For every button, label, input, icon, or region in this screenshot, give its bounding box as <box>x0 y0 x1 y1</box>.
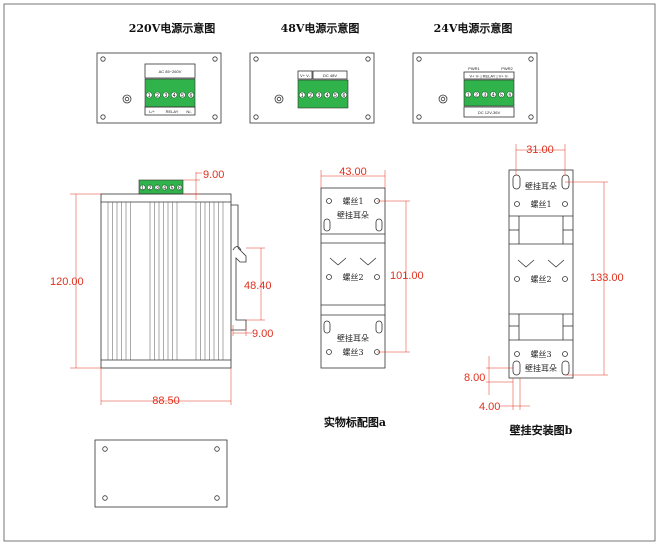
terminal-screw <box>145 91 153 99</box>
terminal-number: 4 <box>326 93 329 99</box>
terminal-number: 6 <box>178 186 181 192</box>
caption-a: 实物标配图a <box>324 415 386 429</box>
panel220-n-label: N/- <box>186 109 192 114</box>
terminal-screw <box>176 184 183 191</box>
panel24-pwr1-label: PWR1 <box>468 66 480 71</box>
panel24-row-label: V+ V- | RELAY | V+ V- <box>469 74 509 79</box>
sheet-border <box>3 3 656 542</box>
terminal-number: 6 <box>342 93 345 99</box>
dim-din-rail: 48.40 <box>244 280 272 292</box>
terminal-screw <box>169 184 175 191</box>
panel24-voltage-label: DC 12V-36V <box>478 110 501 115</box>
terminal-number: 1 <box>141 186 144 192</box>
terminal-screw <box>332 91 339 99</box>
dim-depth: 88.50 <box>152 395 180 407</box>
terminal-number: 3 <box>317 93 320 99</box>
terminal-number: 6 <box>189 93 192 99</box>
dim-bracket-b-height: 133.00 <box>590 272 624 284</box>
terminal-number: 3 <box>156 186 159 192</box>
terminal-screw <box>498 91 505 98</box>
bracket-b-ear-top-label: 壁挂耳朵 <box>525 181 557 191</box>
terminal-number: 3 <box>164 93 167 99</box>
title-220v: 220V电源示意图 <box>129 21 216 35</box>
terminal-number: 1 <box>148 93 151 99</box>
terminal-screw <box>464 91 472 98</box>
terminal-screw <box>489 91 497 98</box>
bracket-b-screw1-label: 螺丝1 <box>530 199 551 209</box>
panel220-relay-label: RELAY <box>166 109 179 114</box>
dim-height: 120.00 <box>50 276 84 288</box>
bracket-a-screw3-label: 螺丝3 <box>342 347 363 357</box>
terminal-screw <box>179 91 186 99</box>
terminal-number: 4 <box>492 93 495 99</box>
panel220-voltage-label: AC 85~260V <box>159 69 182 74</box>
terminal-screw <box>473 91 480 98</box>
terminal-number: 2 <box>309 93 312 99</box>
terminal-screw <box>506 91 514 98</box>
panel48-voltage-label: DC 48V <box>323 73 337 78</box>
terminal-number: 1 <box>467 93 470 99</box>
bracket-b-ear-bottom-label: 壁挂耳朵 <box>525 363 557 373</box>
side-dimensions: 9.00 120.00 48.40 9.00 88.50 <box>50 169 273 407</box>
terminal-number: 6 <box>508 93 511 99</box>
terminal-number: 5 <box>181 93 184 99</box>
panel24-pwr2-label: PWR2 <box>501 66 513 71</box>
bracket-b-screw3-label: 螺丝3 <box>530 349 551 359</box>
dim-bracket-b-hole-span: 31.00 <box>526 144 554 156</box>
terminal-screw <box>307 91 314 99</box>
terminal-number: 4 <box>173 93 176 99</box>
terminal-screw <box>170 91 178 99</box>
terminal-number: 5 <box>171 186 174 192</box>
terminal-number: 3 <box>483 93 486 99</box>
terminal-number: 2 <box>156 93 159 99</box>
title-24v: 24V电源示意图 <box>434 21 513 35</box>
terminal-number: 2 <box>475 93 478 99</box>
panel220-l-label: L/+ <box>149 109 155 114</box>
terminal-screw <box>340 91 348 99</box>
terminal-screw <box>154 184 161 191</box>
terminal-screw <box>139 184 146 191</box>
terminal-number: 4 <box>163 186 166 192</box>
dim-slot-width: 4.00 <box>479 401 500 413</box>
terminal-screw <box>162 91 170 99</box>
bracket-a-screw1-label: 螺丝1 <box>342 196 363 206</box>
bracket-b-screw2-label: 螺丝2 <box>530 274 551 284</box>
caption-b: 壁挂安装图b <box>510 423 573 437</box>
terminal-screw <box>298 91 306 99</box>
bracket-b: 壁挂耳朵 螺丝1 螺丝2 螺丝3 壁挂耳朵 <box>508 169 574 379</box>
bracket-a-dimensions: 43.00 101.00 <box>320 166 424 353</box>
bracket-a-ear-bottom-label: 壁挂耳朵 <box>337 333 369 343</box>
bottom-plate <box>94 439 228 508</box>
terminal-number: 2 <box>149 186 152 192</box>
terminal-screw <box>147 184 153 191</box>
dim-bracket-a-screw-span: 101.00 <box>390 270 424 282</box>
terminal-screw <box>161 184 168 191</box>
bracket-b-dimensions: 31.00 133.00 8.00 4.00 <box>464 144 624 413</box>
bracket-a: 螺丝1 壁挂耳朵 螺丝2 壁挂耳朵 螺丝3 <box>320 187 386 369</box>
bracket-a-screw2-label: 螺丝2 <box>342 272 363 282</box>
dim-clip-depth: 9.00 <box>252 328 273 340</box>
terminal-number: 5 <box>500 93 503 99</box>
dim-terminal-height: 9.00 <box>203 169 224 181</box>
title-48v: 48V电源示意图 <box>281 21 360 35</box>
dim-slot-length: 8.00 <box>464 372 485 384</box>
terminal-screw <box>187 91 195 99</box>
terminal-screw <box>481 91 489 98</box>
terminal-screw <box>315 91 323 99</box>
terminal-screw <box>154 91 161 99</box>
dim-bracket-a-width: 43.00 <box>339 166 367 178</box>
panel48-vplus-label: V+ V- <box>300 73 311 78</box>
bracket-a-ear-top-label: 壁挂耳朵 <box>337 210 369 220</box>
terminal-number: 1 <box>301 93 304 99</box>
terminal-number: 5 <box>334 93 337 99</box>
terminal-screw <box>323 91 331 99</box>
